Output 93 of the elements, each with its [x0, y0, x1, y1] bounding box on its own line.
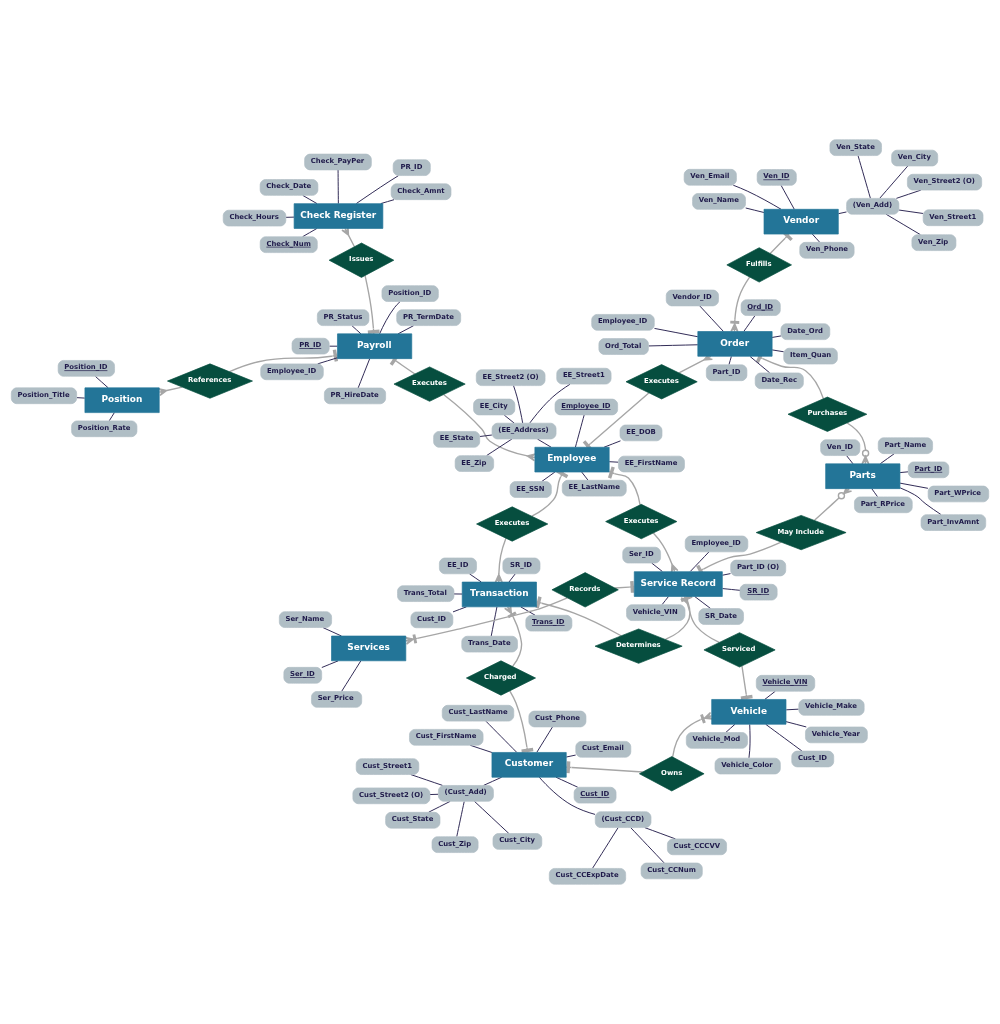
node-box: Employee: [534, 446, 610, 473]
connector: [654, 327, 699, 338]
connector: [410, 774, 444, 786]
connector: [603, 440, 621, 448]
node-box: Check Register: [293, 203, 384, 229]
connector: [879, 165, 909, 199]
connector: [581, 471, 589, 481]
connector: [428, 800, 451, 813]
connector: [771, 349, 785, 353]
connector: [644, 827, 676, 840]
connector: [630, 827, 665, 864]
connector: [899, 471, 909, 474]
connector: [725, 723, 736, 733]
connector: [351, 325, 362, 335]
connector: [651, 562, 663, 572]
connector: [785, 708, 800, 711]
connector: [76, 397, 86, 399]
connector: [871, 488, 878, 498]
connector: [811, 233, 821, 243]
node-box: Vendor: [763, 208, 839, 235]
connector: [764, 690, 776, 700]
connector: [355, 175, 399, 205]
connector: [694, 596, 712, 609]
connector: [898, 209, 924, 214]
connector: [648, 344, 699, 347]
connector: [479, 434, 493, 437]
connector: [509, 690, 534, 754]
connector: [743, 315, 756, 332]
connector: [529, 383, 571, 424]
connector: [473, 800, 510, 834]
connector: [661, 596, 669, 605]
connector: [469, 744, 493, 753]
connector: [452, 606, 467, 613]
connector: [302, 228, 318, 238]
connector: [879, 453, 895, 465]
connector: [456, 801, 465, 838]
connector: [108, 412, 115, 422]
connector: [608, 461, 619, 463]
node-box: Order: [697, 331, 773, 357]
connector: [722, 588, 741, 591]
connector: [503, 414, 515, 424]
connector: [541, 471, 556, 482]
node-box: Customer: [491, 752, 567, 778]
connector: [885, 213, 921, 236]
connector: [857, 155, 871, 199]
connector: [380, 199, 395, 205]
connector: [671, 711, 714, 758]
connector: [469, 573, 482, 583]
node-box: Vehicle: [711, 699, 787, 725]
connector: [94, 375, 109, 389]
connector: [765, 723, 803, 752]
node-box: Service Record: [633, 571, 723, 597]
node-box: Services: [331, 635, 407, 662]
connector: [748, 723, 751, 759]
connector: [513, 385, 524, 424]
node-box: Transaction: [461, 581, 537, 608]
connector: [565, 754, 577, 758]
node-box: Payroll: [337, 333, 413, 359]
connector: [722, 573, 731, 576]
connector: [771, 335, 782, 338]
connector: [846, 455, 854, 465]
connector: [780, 184, 795, 210]
connector: [899, 482, 929, 489]
connector: [699, 305, 724, 332]
connector: [899, 487, 942, 515]
connector: [592, 827, 619, 869]
connector: [574, 414, 585, 448]
connector: [453, 593, 463, 595]
connector: [337, 169, 339, 205]
connector: [341, 660, 362, 692]
connector: [895, 189, 922, 199]
node-box: Position: [84, 387, 160, 413]
connector: [486, 438, 513, 456]
connector: [745, 207, 765, 213]
connector: [508, 573, 516, 583]
connector: [732, 184, 782, 210]
connector: [728, 355, 732, 366]
connector: [485, 720, 518, 753]
connector: [652, 532, 679, 574]
connector: [837, 211, 847, 215]
node-box: Parts: [825, 463, 901, 489]
connector: [785, 721, 807, 728]
connector: [520, 606, 536, 616]
connector: [536, 438, 552, 448]
connector: [379, 301, 401, 335]
connector: [322, 627, 342, 637]
connector: [357, 358, 371, 389]
connector: [302, 194, 318, 205]
connector: [317, 357, 338, 365]
connector: [321, 660, 339, 668]
connector: [490, 606, 498, 637]
connector: [538, 776, 596, 815]
connector: [536, 726, 553, 753]
